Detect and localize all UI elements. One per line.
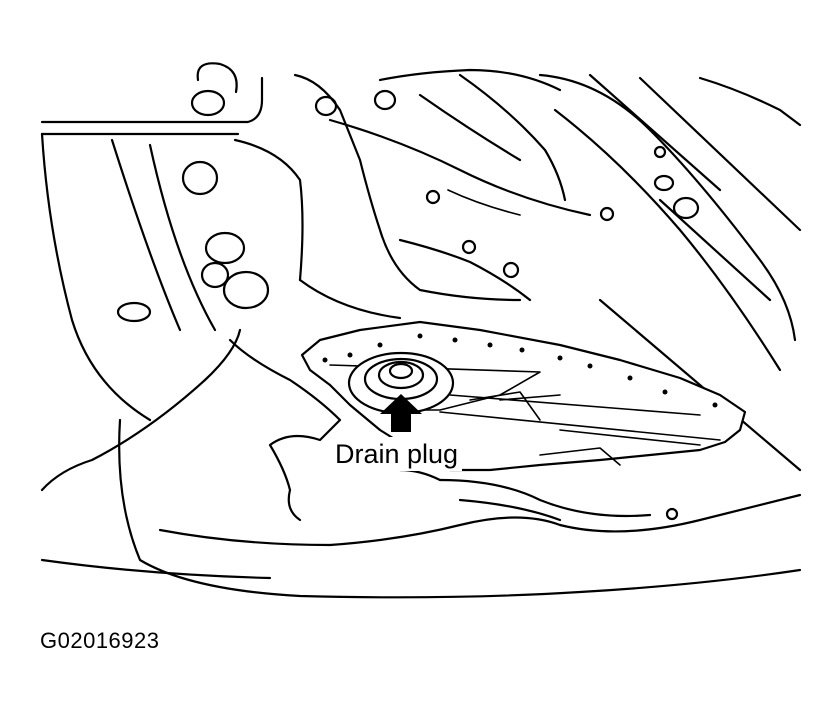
drain-plug: [347, 351, 455, 415]
lower-crossmember: [40, 338, 802, 599]
pointer-arrow: [378, 392, 424, 434]
body-panel-left: [40, 62, 304, 492]
figure-id: G02016923: [40, 628, 160, 653]
mounting-bolts: [116, 89, 397, 323]
transmission-housing: [293, 68, 615, 320]
drain-plug-label: Drain plug: [331, 437, 463, 471]
arrow-up-icon: [380, 394, 422, 432]
frame-rails-right: [538, 73, 802, 472]
